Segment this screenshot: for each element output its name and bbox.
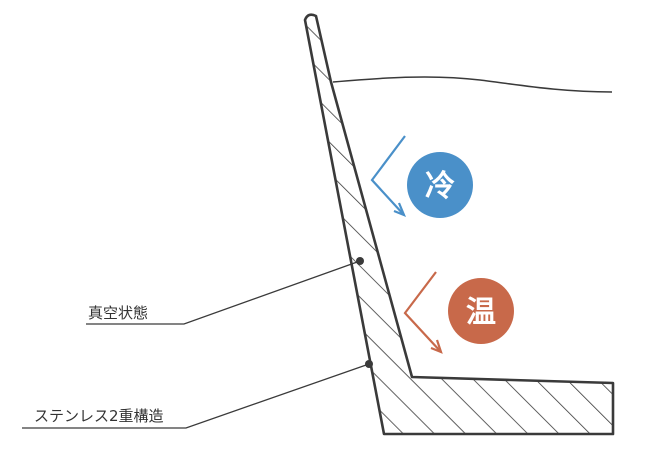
stainless-double-wall [303,13,615,436]
stainless-leader-line [22,363,370,429]
cold-arrow-icon [370,135,407,217]
liquid-surface-line [332,76,613,93]
stainless-label: ステンレス2重構造 [34,407,164,425]
warm-badge-text: 温 [466,295,496,330]
cold-badge-circle [407,152,473,218]
stainless-leader-dot [365,360,373,368]
warm-badge: 温 [448,278,514,344]
vacuum-label: 真空状態 [88,304,148,322]
warm-arrow-icon [403,271,443,354]
cold-badge: 冷 [407,152,473,218]
vacuum-leader-dot [356,257,364,265]
cold-badge-text: 冷 [425,169,455,204]
warm-badge-circle [448,278,514,344]
vacuum-leader-line [86,260,361,325]
